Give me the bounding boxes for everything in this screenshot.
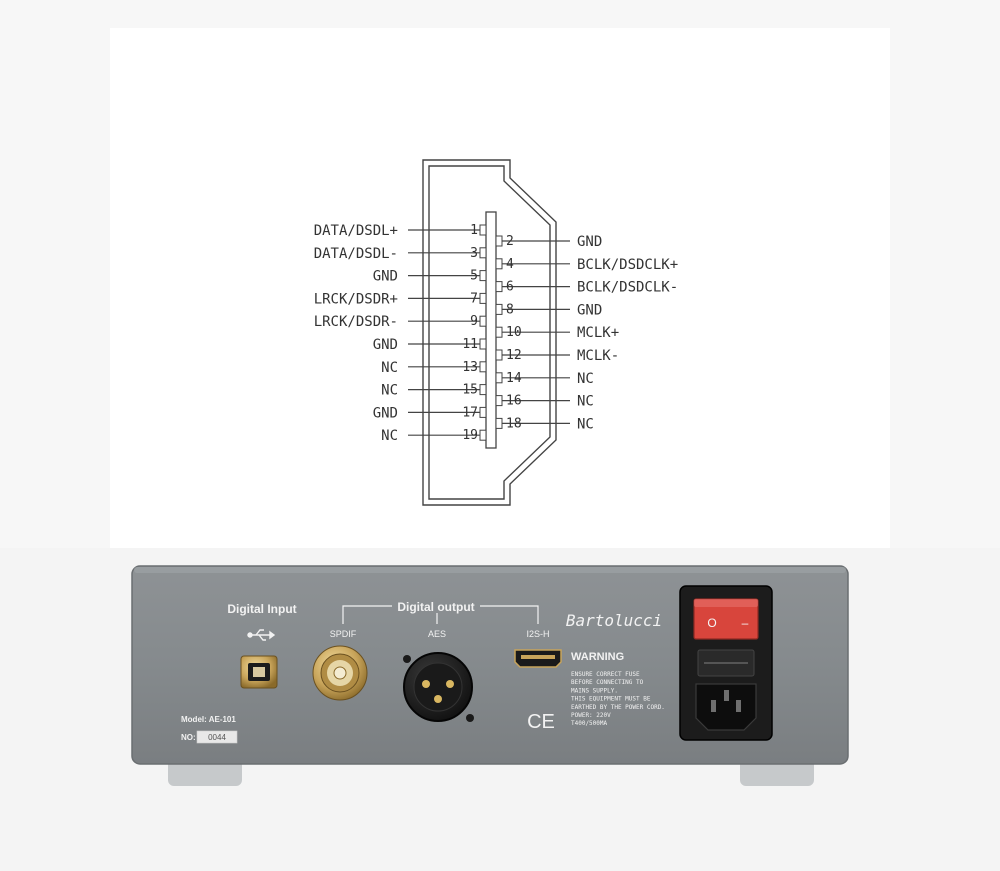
pin-6-contact [495,281,503,293]
pin-3-number: 3 [470,246,478,261]
socket-pin-right [736,700,741,712]
pin-15-label: NC [381,383,398,399]
pin-14-label: NC [577,371,594,387]
pin-7-number: 7 [470,291,478,306]
pin-3-label: DATA/DSDL- [314,246,398,262]
warning-line: THIS EQUIPMENT MUST BE [571,696,651,703]
warning-line: T400/500MA [571,720,608,727]
pin-16-number: 16 [506,394,522,409]
pin-8-label: GND [577,302,602,318]
pin-13-number: 13 [462,360,478,375]
pin-10-number: 10 [506,325,522,340]
socket-pin-earth [724,690,729,701]
warning-line: EARTHED BY THE POWER CORD. [571,704,665,711]
serial-plate [196,730,238,744]
pin-11-label: GND [373,337,398,353]
pin-17-contact [479,406,487,418]
power-entry-module: O – [679,585,773,741]
pin-4-label: BCLK/DSDCLK+ [577,257,678,273]
chassis-top-highlight [134,567,846,573]
pin-11-contact [479,338,487,350]
pin-13-contact [479,361,487,373]
pin-16-contact [495,395,503,407]
usb-b-port[interactable] [240,655,278,689]
pin-7-label: LRCK/DSDR+ [314,291,398,307]
socket-pin-left [711,700,716,712]
pin-14-contact [495,372,503,384]
pin-16-label: NC [577,394,594,410]
device-back-panel [131,565,849,786]
warning-line: ENSURE CORRECT FUSE [571,671,640,678]
serial-label: NO: [181,733,196,742]
hdmi-connector-outline [422,159,557,506]
pin-7-contact [479,292,487,304]
pin-14-number: 14 [506,371,522,386]
switch-off-symbol: O [707,616,716,630]
pin-10-contact [495,326,503,338]
pin-6-number: 6 [506,280,514,295]
ce-mark: CE [527,711,555,733]
digital-output-label: Digital output [397,600,474,614]
pin-5-number: 5 [470,269,478,284]
warning-line: BEFORE CONNECTING TO [571,679,644,686]
pin-8-number: 8 [506,302,514,317]
spdif-rca-jack[interactable] [312,645,368,701]
pin-19-number: 19 [462,428,478,443]
pin-8-contact [495,303,503,315]
pin-5-label: GND [373,269,398,285]
pin-18-contact [495,417,503,429]
pin-2-number: 2 [506,234,514,249]
pin-19-contact [479,429,487,441]
pin-4-number: 4 [506,257,514,272]
pin-18-number: 18 [506,416,522,431]
pin-9-label: LRCK/DSDR- [314,314,398,330]
pin-18-label: NC [577,416,594,432]
aes-xlr-connector[interactable] [403,652,474,722]
digital-input-label: Digital Input [227,602,296,616]
serial-value: 0044 [208,733,226,742]
switch-on-symbol: – [742,616,749,630]
warning-line: POWER: 220V [571,712,611,719]
chassis-rear [131,565,849,765]
pin-12-contact [495,349,503,361]
pin-1-label: DATA/DSDL+ [314,223,398,239]
pin-9-contact [479,315,487,327]
pin-4-contact [495,258,503,270]
pin-3-contact [479,247,487,259]
pin-12-number: 12 [506,348,522,363]
power-switch-highlight [694,599,758,607]
pin-1-contact [479,224,487,236]
i2s-hdmi-port[interactable] [514,649,562,668]
spdif-label: SPDIF [330,629,357,639]
usb-icon [247,629,276,641]
pin-17-label: GND [373,405,398,421]
pin-15-contact [479,384,487,396]
pin-2-label: GND [577,234,602,250]
pin-19-label: NC [381,428,398,444]
pin-2-contact [495,235,503,247]
i2s-label: I2S-H [526,629,549,639]
pin-12-label: MCLK- [577,348,619,364]
pin-1-number: 1 [470,223,478,238]
iec-power-socket[interactable] [695,683,757,731]
pin-10-label: MCLK+ [577,325,619,341]
warning-line: MAINS SUPPLY. [571,687,618,694]
digital-output-bracket [342,605,539,624]
brand-logo: Bartolucci [566,611,662,630]
pin-6-label: BCLK/DSDCLK- [577,280,678,296]
pin-9-number: 9 [470,314,478,329]
pin-5-contact [479,270,487,282]
pin-11-number: 11 [462,337,478,352]
pin-17-number: 17 [462,405,478,420]
aes-label: AES [428,629,446,639]
pin-15-number: 15 [462,383,478,398]
left-pin-group: 1DATA/DSDL+3DATA/DSDL-5GND7LRCK/DSDR+9LR… [314,223,487,444]
pin-13-label: NC [381,360,398,376]
model-label: Model: AE-101 [181,715,236,724]
warning-title: WARNING [571,651,624,663]
